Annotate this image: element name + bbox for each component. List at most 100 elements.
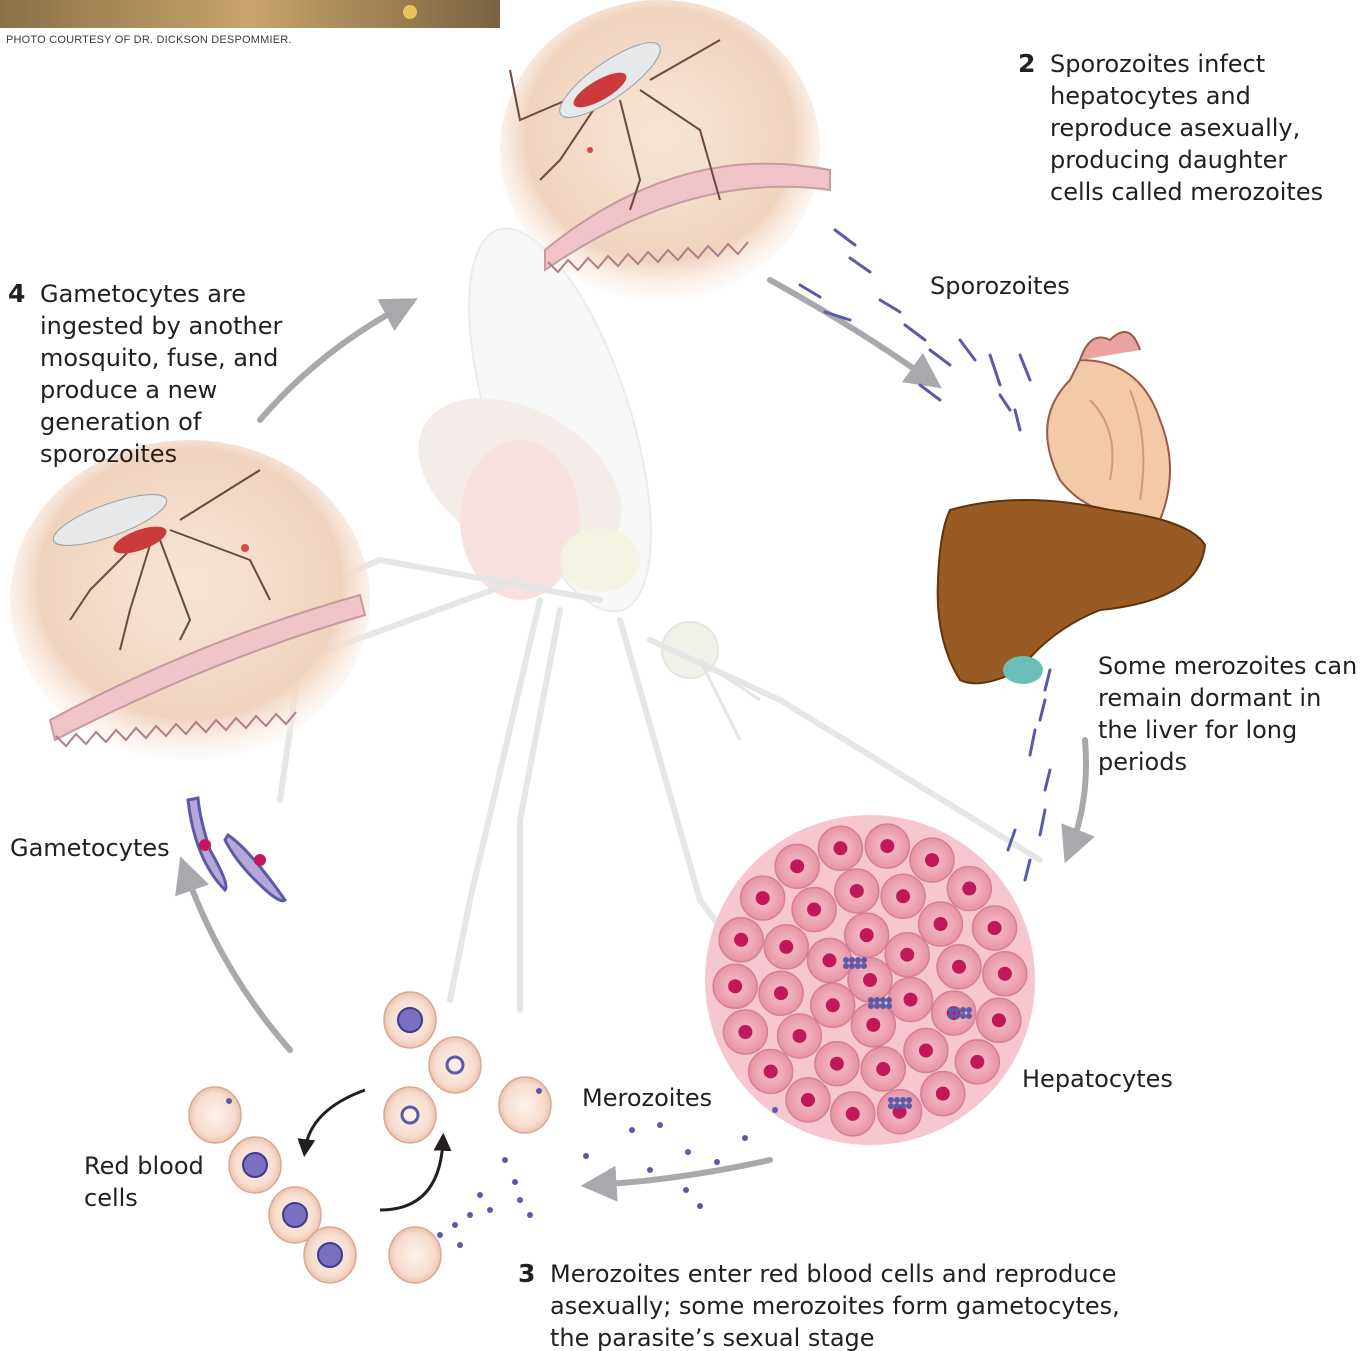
step-3-caption: 3 Merozoites enter red blood cells and r…	[518, 1258, 1158, 1351]
label-merozoites: Merozoites	[582, 1082, 712, 1114]
merozoite-cluster-dot	[960, 1007, 966, 1013]
hepatocyte-nucleus	[936, 1087, 950, 1101]
merozoite-cluster-dot	[954, 1013, 960, 1019]
red-blood-cells	[189, 992, 551, 1283]
step-text: Gametocytes are ingested by another mosq…	[8, 278, 308, 470]
merozoite-cluster-dot	[868, 997, 874, 1003]
merozoite-cluster-dot	[906, 1103, 912, 1109]
photo-credit: PHOTO COURTESY OF DR. DICKSON DESPOMMIER…	[6, 34, 292, 46]
merozoite-cluster-dot	[868, 1003, 874, 1009]
merozoite-cluster-dot	[886, 1003, 892, 1009]
label-dormant: Some merozoites can remain dormant in th…	[1098, 650, 1360, 778]
merozoite-cluster-dot	[960, 1013, 966, 1019]
merozoite-cluster-dot	[886, 997, 892, 1003]
heart-organ	[1047, 332, 1170, 520]
hepatocyte-nucleus	[779, 940, 793, 954]
merozoite-cluster-dot	[874, 1003, 880, 1009]
hepatocyte-nucleus	[900, 948, 914, 962]
red-blood-cell	[389, 1227, 441, 1283]
label-gametocytes: Gametocytes	[10, 832, 170, 864]
hepatocyte-nucleus	[962, 882, 976, 896]
hepatocyte-nucleus	[728, 979, 742, 993]
parasite-schizont	[398, 1008, 422, 1032]
merozoite-cluster-dot	[880, 1003, 886, 1009]
merozoite-cluster-dot	[874, 997, 880, 1003]
merozoite-cluster-dot	[948, 1007, 954, 1013]
hepatocyte-nucleus	[850, 884, 864, 898]
hepatocyte-nucleus	[830, 1057, 844, 1071]
hepatocyte-nucleus	[998, 967, 1012, 981]
arrow-skin-to-liver	[770, 280, 930, 380]
red-blood-cell	[384, 1087, 436, 1143]
parasite-schizont	[243, 1153, 267, 1177]
merozoite-cluster-dot	[888, 1103, 894, 1109]
hepatocyte-nucleus	[876, 1062, 890, 1076]
hepatocyte-nucleus	[904, 993, 918, 1007]
hepatocyte-nucleus	[822, 953, 836, 967]
step-4-caption: 4 Gametocytes are ingested by another mo…	[8, 278, 308, 470]
merozoite-cluster-dot	[966, 1013, 972, 1019]
merozoite-dot	[226, 1098, 232, 1104]
hepatocyte-nucleus	[774, 986, 788, 1000]
merozoite-cluster-dot	[900, 1097, 906, 1103]
parasite-schizont	[318, 1243, 342, 1267]
hepatocyte-nucleus	[992, 1013, 1006, 1027]
hepatocyte-nucleus	[866, 1018, 880, 1032]
arrow-hepatocytes-to-rbc	[595, 1160, 770, 1185]
merozoite-cluster-dot	[861, 957, 867, 963]
merozoite-cluster-dot	[954, 1007, 960, 1013]
arrow-liver-to-hepatocytes	[1070, 740, 1086, 850]
merozoite-cluster-dot	[906, 1097, 912, 1103]
hepatocyte-nucleus	[801, 1093, 815, 1107]
merozoite-cluster-dot	[855, 957, 861, 963]
merozoites	[437, 1107, 778, 1248]
hepatocyte-nucleus	[846, 1107, 860, 1121]
skin-feeding-top	[500, 0, 830, 300]
red-blood-cell	[499, 1077, 551, 1133]
hepatocyte-nucleus	[790, 859, 804, 873]
merozoite-cluster-dot	[861, 963, 867, 969]
merozoite-cluster-dot	[900, 1103, 906, 1109]
label-hepatocytes: Hepatocytes	[1022, 1063, 1173, 1095]
hepatocyte-nucleus	[860, 928, 874, 942]
hepatocyte-cluster	[705, 815, 1035, 1145]
merozoite-cluster-dot	[966, 1007, 972, 1013]
merozoite-cluster-dot	[843, 963, 849, 969]
step-number: 4	[8, 278, 25, 310]
gametocyte-cells	[188, 798, 285, 901]
skin-feeding-left	[10, 440, 370, 760]
hepatocyte-nucleus	[880, 839, 894, 853]
hepatocyte-nucleus	[970, 1055, 984, 1069]
hepatocyte-nucleus	[756, 891, 770, 905]
merozoite-cluster-dot	[894, 1103, 900, 1109]
parasite-schizont	[283, 1203, 307, 1227]
hepatocyte-nucleus	[896, 889, 910, 903]
merozoite-dot	[536, 1088, 542, 1094]
merozoite-cluster-dot	[855, 963, 861, 969]
red-blood-cell	[189, 1087, 241, 1143]
red-blood-cell	[429, 1037, 481, 1093]
hepatocyte-nucleus	[833, 841, 847, 855]
step-text: Merozoites enter red blood cells and rep…	[518, 1258, 1158, 1351]
hepatocyte-nucleus	[738, 1025, 752, 1039]
hepatocyte-nucleus	[952, 960, 966, 974]
hepatocyte-nucleus	[863, 973, 877, 987]
hepatocyte-nucleus	[764, 1064, 778, 1078]
hepatocyte-nucleus	[919, 1043, 933, 1057]
merozoite-cluster-dot	[894, 1097, 900, 1103]
hepatocyte-nucleus	[925, 853, 939, 867]
photo-strip	[0, 0, 500, 28]
label-red-blood-cells: Red blood cells	[84, 1150, 224, 1214]
merozoite-cluster-dot	[880, 997, 886, 1003]
step-2-caption: 2 Sporozoites infect hepatocytes and rep…	[1018, 48, 1328, 208]
hepatocyte-nucleus	[933, 917, 947, 931]
merozoite-cluster-dot	[849, 957, 855, 963]
hepatocyte-nucleus	[734, 933, 748, 947]
step-text: Sporozoites infect hepatocytes and repro…	[1018, 48, 1328, 208]
hepatocyte-nucleus	[807, 903, 821, 917]
hepatocyte-nucleus	[826, 998, 840, 1012]
step-number: 2	[1018, 48, 1035, 80]
hepatocyte-nucleus	[988, 921, 1002, 935]
label-sporozoites: Sporozoites	[930, 270, 1070, 302]
